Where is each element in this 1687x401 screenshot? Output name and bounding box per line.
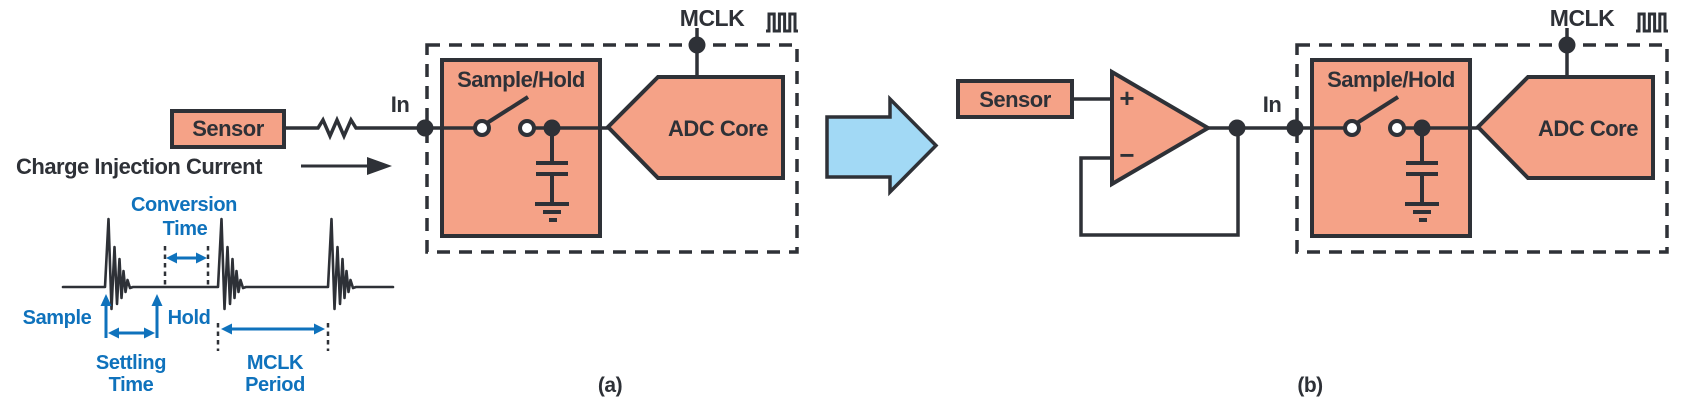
adc-core-label: ADC Core (668, 116, 768, 141)
diagram-b: Sensor + − In Sample/Hold (956, 5, 1669, 397)
hold-label: Hold (168, 307, 211, 329)
hold-arrow (151, 294, 163, 338)
diagram-a: Sensor In Charge Injection Current Conve… (16, 5, 799, 397)
mclk-clock-icon (766, 12, 798, 33)
transition-arrow (825, 94, 939, 197)
mclk-junction-dot (1558, 36, 1576, 54)
sample-label: Sample (23, 307, 92, 329)
sample-hold-box (1310, 58, 1472, 238)
waveform-trace (61, 217, 395, 311)
sensor-label: Sensor (979, 87, 1052, 112)
sample-arrow (100, 294, 112, 338)
switch-icon (473, 95, 536, 137)
sample-hold-box (440, 58, 602, 238)
charge-injection-arrow (301, 157, 392, 175)
opamp-output-dot (1228, 119, 1246, 137)
sensor-box (170, 109, 286, 149)
adc-core-shape (1475, 75, 1655, 180)
conversion-time-arrow (166, 252, 207, 264)
sample-hold-label: Sample/Hold (457, 67, 585, 92)
adc-core-label: ADC Core (1538, 116, 1638, 141)
resistor-icon (284, 115, 432, 141)
sensor-label: Sensor (192, 116, 265, 141)
switch-icon (1343, 95, 1406, 137)
mclk-label: MCLK (680, 5, 745, 31)
opamp-minus-label: − (1119, 140, 1134, 170)
opamp-feedback-wire (1079, 130, 1240, 237)
adc-core-shape (605, 75, 785, 180)
charge-injection-label: Charge Injection Current (16, 154, 263, 179)
ground-icon (535, 202, 569, 222)
input-junction-dot (1286, 119, 1304, 137)
opamp-plus-label: + (1119, 83, 1134, 113)
caption-a: (a) (598, 374, 622, 397)
in-label: In (1263, 92, 1282, 117)
hold-node-dot (1413, 119, 1431, 137)
conversion-time-label-line1: Conversion (131, 194, 237, 216)
opamp-triangle (1110, 68, 1212, 188)
adc-dashed-box (1295, 43, 1669, 254)
mclk-period-arrow (221, 323, 325, 335)
mclk-label: MCLK (1550, 5, 1615, 31)
conversion-time-label-line2: Time (163, 218, 208, 240)
mclk-period-label-line1: MCLK (247, 352, 304, 374)
capacitor-icon (536, 136, 568, 202)
in-label: In (391, 92, 410, 117)
input-junction-dot (416, 119, 434, 137)
mclk-clock-icon (1636, 12, 1668, 33)
settling-time-label-line2: Time (109, 374, 154, 396)
adc-dashed-box (425, 43, 799, 254)
sensor-box (956, 79, 1074, 119)
sample-hold-label: Sample/Hold (1327, 67, 1455, 92)
ground-icon (1405, 202, 1439, 222)
capacitor-icon (1406, 136, 1438, 202)
mclk-period-label-line2: Period (245, 374, 305, 396)
settling-time-arrow (108, 327, 155, 339)
hold-node-dot (543, 119, 561, 137)
settling-time-label-line1: Settling (96, 352, 166, 374)
caption-b: (b) (1297, 374, 1322, 397)
mclk-junction-dot (688, 36, 706, 54)
